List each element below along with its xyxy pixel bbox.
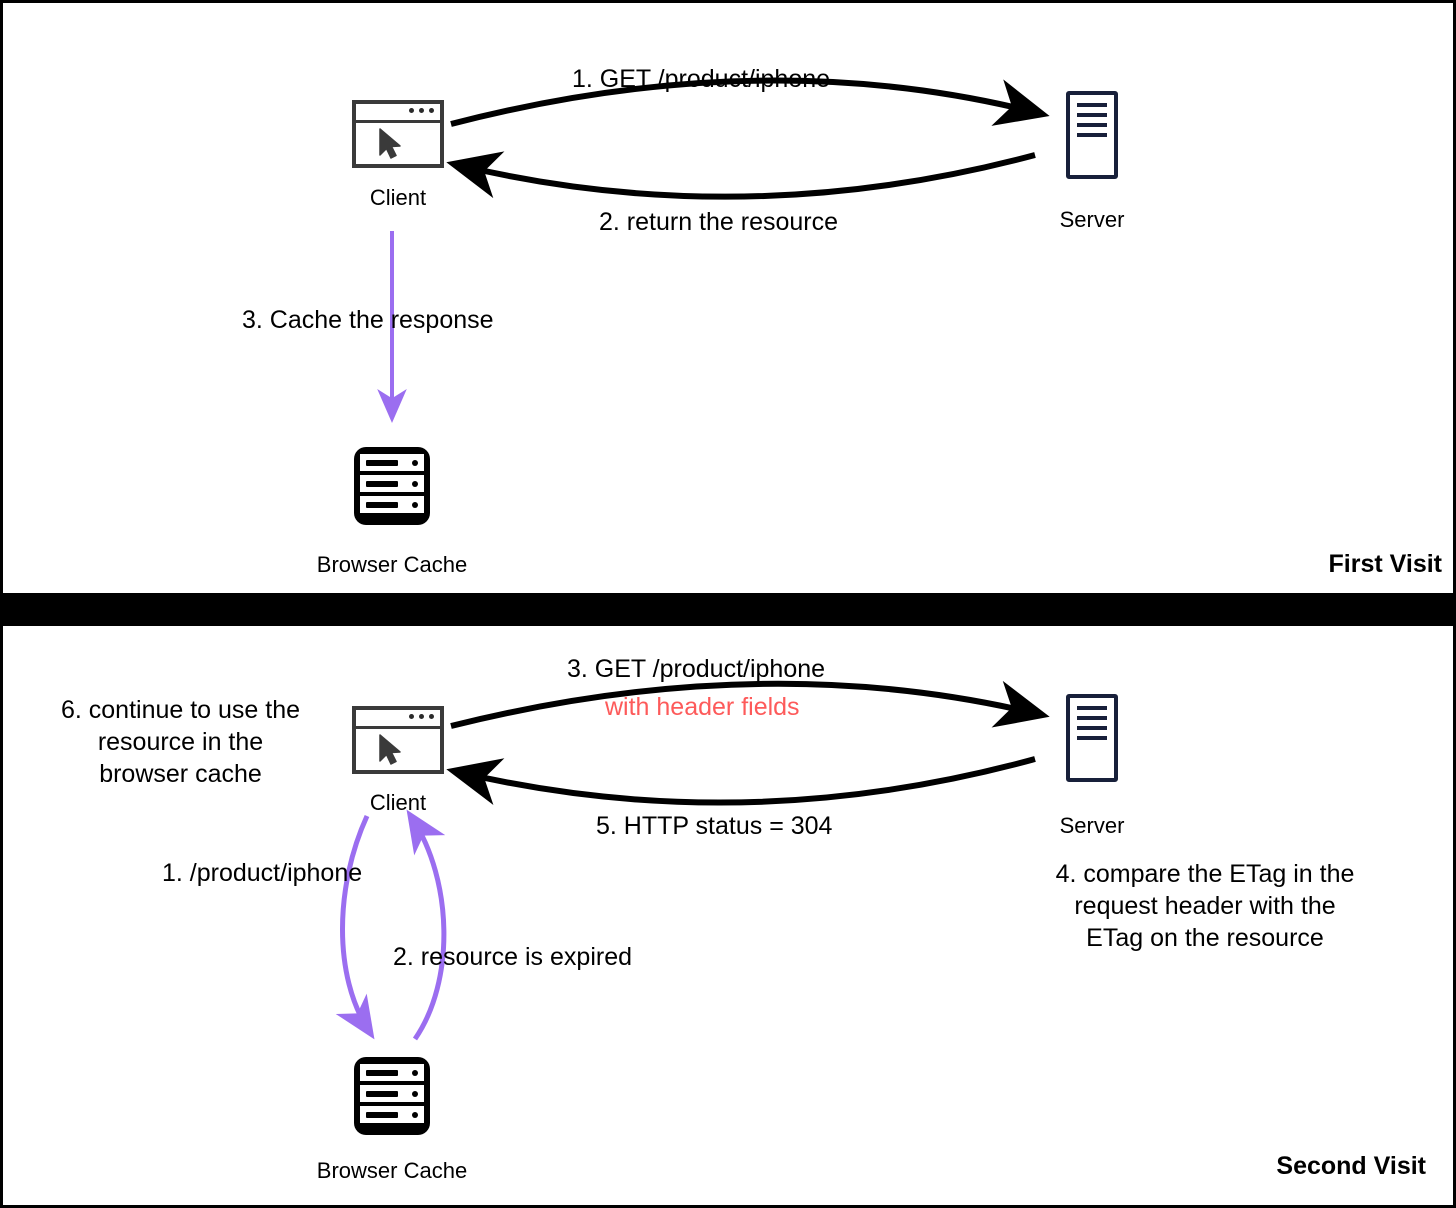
cache-row <box>360 454 424 471</box>
browser-window-dots <box>409 714 434 719</box>
mouse-cursor-icon <box>379 128 401 159</box>
step-label-with-header-fields: with header fields <box>605 693 800 721</box>
cache-label-second: Browser Cache <box>316 1158 468 1183</box>
browser-titlebar <box>356 710 440 729</box>
cache-row <box>360 496 424 513</box>
browser-cache-icon-second <box>354 1057 430 1135</box>
second-visit-tag: Second Visit <box>1276 1152 1426 1180</box>
section-divider <box>3 593 1453 626</box>
cache-row <box>360 1085 424 1102</box>
step-label-continue-use-cache: 6. continue to use the resource in the b… <box>60 696 301 788</box>
browser-cache-icon-first <box>354 447 430 525</box>
step-label-return-resource: 2. return the resource <box>599 208 839 236</box>
server-label-second: Server <box>1059 813 1125 838</box>
first-visit-tag: First Visit <box>1328 550 1442 578</box>
server-icon-second <box>1066 694 1118 782</box>
client-label-first: Client <box>369 185 427 210</box>
client-browser-icon <box>352 100 444 168</box>
arrow-return-resource <box>446 151 1036 200</box>
step-label-cache-response: 3. Cache the response <box>242 306 494 334</box>
cache-label-first: Browser Cache <box>316 552 468 577</box>
step-label-cache-lookup: 1. /product/iphone <box>162 859 363 887</box>
server-label-first: Server <box>1059 207 1125 232</box>
arrow-cache-lookup <box>335 814 375 1040</box>
step-label-compare-etag: 4. compare the ETag in the request heade… <box>1055 860 1355 952</box>
first-visit-panel: Client Server Browser Cache 1. GET /prod… <box>3 3 1453 593</box>
browser-titlebar <box>356 104 440 123</box>
step-label-get-with-headers: 3. GET /product/iphone <box>567 655 826 683</box>
step-label-get-request: 1. GET /product/iphone <box>572 65 831 93</box>
browser-window-dots <box>409 108 434 113</box>
client-browser-icon-second <box>352 706 444 774</box>
cache-row <box>360 1106 424 1123</box>
arrow-http-304 <box>446 756 1036 806</box>
second-visit-panel: Client Server Browser Cache 3. GET /prod… <box>3 626 1453 1205</box>
step-label-http-304: 5. HTTP status = 304 <box>596 812 833 840</box>
cache-row <box>360 1064 424 1081</box>
mouse-cursor-icon <box>379 734 401 765</box>
cache-row <box>360 475 424 492</box>
client-label-second: Client <box>369 790 427 815</box>
server-icon-first <box>1066 91 1118 179</box>
step-label-resource-expired: 2. resource is expired <box>393 943 633 971</box>
arrow-resource-expired <box>406 809 447 1041</box>
